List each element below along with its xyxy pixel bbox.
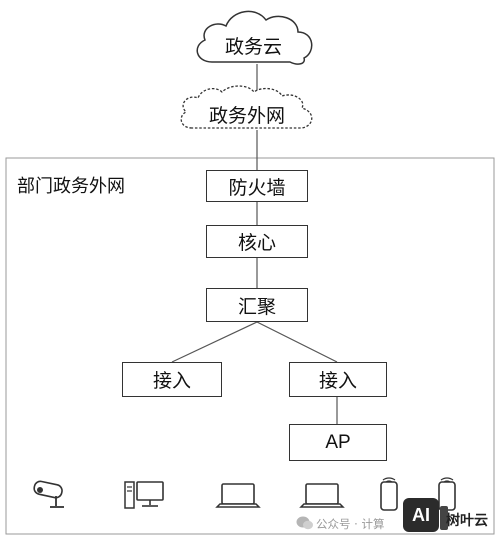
core-node: 核心 [206,225,308,258]
desktop-icon [124,481,164,509]
watermark-badge: AI [403,498,439,532]
cloud-mid-label: 政务外网 [209,105,286,127]
watermark-brand: 树叶云 [446,513,488,529]
access-right-label: 接入 [318,370,357,392]
laptop-icon [299,483,345,508]
firewall-node: 防火墙 [206,170,308,202]
link-aggregation-to-access-left [171,321,258,363]
watermark-badge-text: AI [412,504,430,525]
camera-icon [33,480,64,508]
cloud-top-shape [196,10,313,65]
region-frame [5,157,495,535]
cloud-top-label: 政务云 [225,36,283,58]
ap-node: AP [289,424,387,461]
wechat-icon [296,516,313,530]
region-label: 部门政务外网 [17,176,125,197]
phone-icon [380,477,398,511]
aggregation-node: 汇聚 [206,288,308,322]
access-right-node: 接入 [289,362,387,397]
link-aggregation-to-access-right [256,321,338,363]
firewall-label: 防火墙 [228,176,286,199]
cloud-mid-shape [180,85,313,129]
watermark: 公众号 · 计算 AI 树叶云 [296,498,500,543]
access-left-node: 接入 [122,362,222,397]
aggregation-label: 汇聚 [237,295,276,318]
laptop-icon [215,483,261,508]
watermark-text: 公众号 · 计算 [316,517,385,531]
core-label: 核心 [237,232,276,254]
ap-label: AP [325,431,351,453]
access-left-label: 接入 [152,370,191,392]
watermark-leaf-icon [440,506,448,530]
